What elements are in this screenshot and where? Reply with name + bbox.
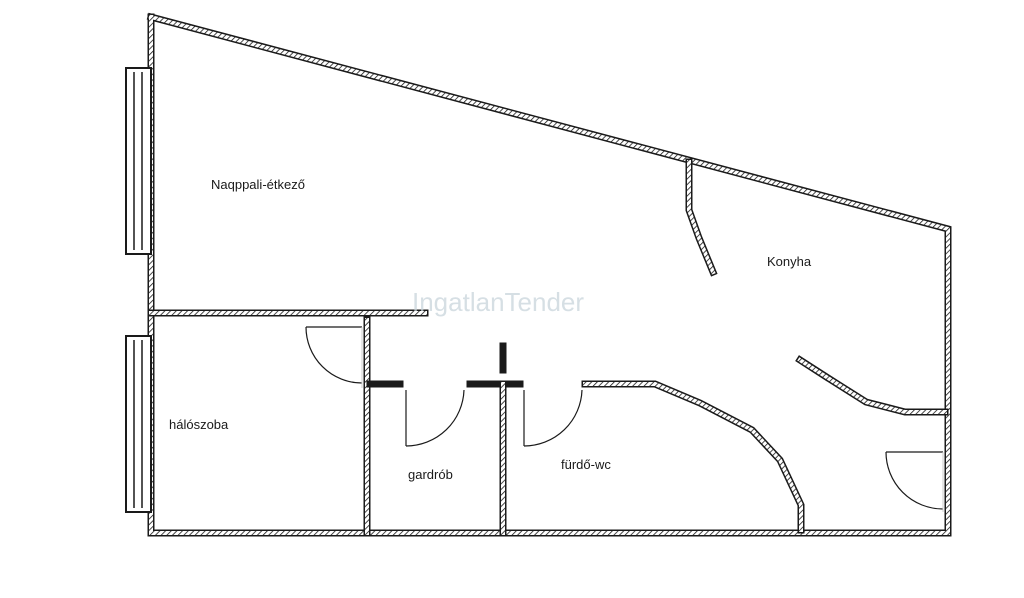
door-wardrobe: [405, 389, 465, 447]
room-label-wardrobe: gardrób: [408, 467, 453, 482]
window-bedroom: [125, 335, 152, 513]
room-label-kitchen: Konyha: [767, 254, 812, 269]
outer-walls: [146, 12, 952, 537]
door-bedroom: [305, 326, 363, 388]
window-living: [125, 67, 152, 255]
door-bathroom: [523, 389, 583, 447]
room-label-living: Naqppali-étkező: [211, 177, 305, 192]
room-label-bedroom: hálószoba: [169, 417, 229, 432]
interior-walls: [147, 158, 949, 537]
door-entrance: [885, 451, 944, 512]
room-label-bathroom: fürdő-wc: [561, 457, 611, 472]
watermark-text: IngatlanTender: [412, 287, 584, 317]
